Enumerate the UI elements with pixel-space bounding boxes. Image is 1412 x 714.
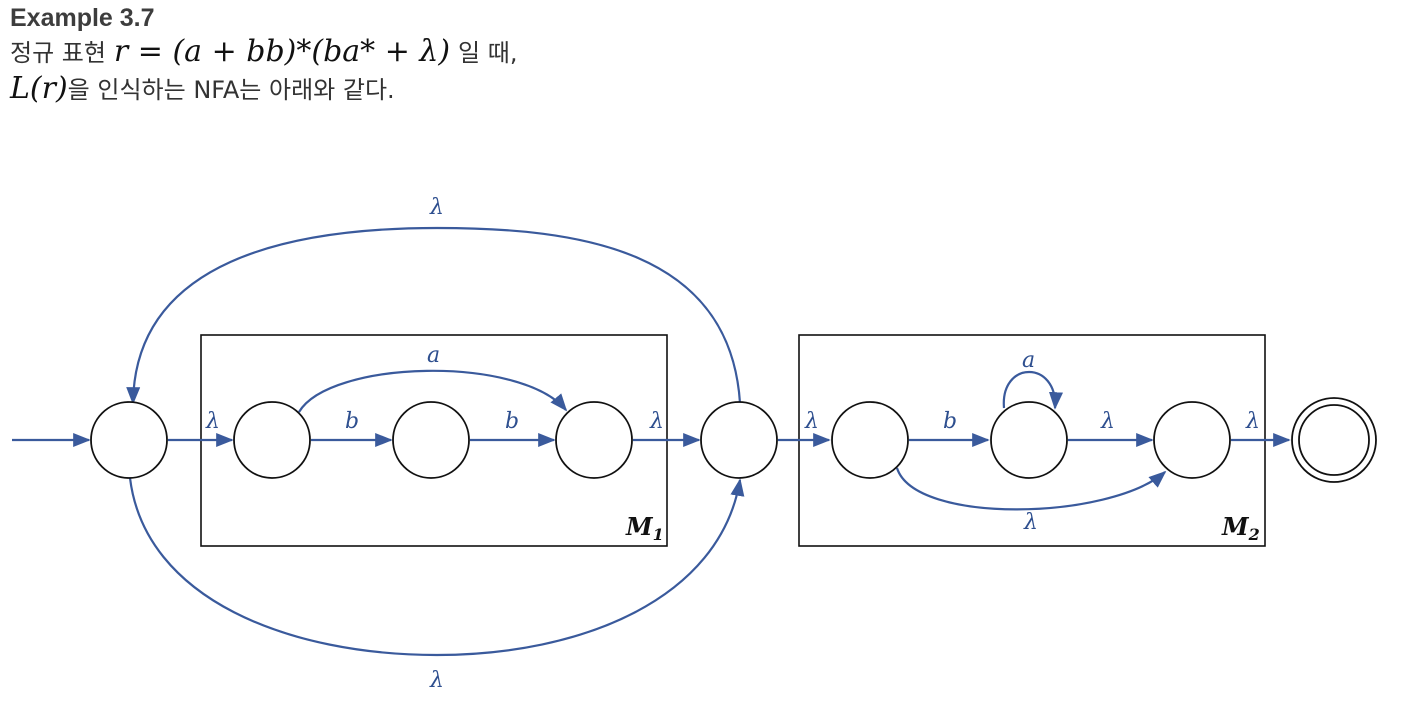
example-title: Example 3.7 [10,4,155,32]
regex-expression: r = (a + bb)*(ba* + λ) [113,34,451,69]
edge-q6-q6 [1002,371,1063,410]
state-q2 [392,401,470,479]
line2-suffix: 을 인식하는 NFA는 아래와 같다. [67,76,395,104]
state-q5 [831,401,909,479]
state-q3 [555,401,633,479]
box-label-m1: M1 [625,512,664,544]
label-q4-q0: λ [429,195,444,220]
label-q4-q5: λ [804,409,819,434]
label-q7-qf: λ [1245,409,1260,434]
state-q0 [90,401,168,479]
label-q1-q2: b [345,409,359,434]
line1-prefix: 정규 표현 [10,39,106,67]
line1-suffix: 일 때, [458,39,518,67]
edge-q1-q3 [298,369,568,413]
label-q1-q3: a [427,343,440,368]
label-q2-q3: b [505,409,519,434]
edge-q0-q4 [128,477,745,657]
label-q6-q6: a [1022,348,1035,373]
label-q0-q4: λ [429,668,444,693]
label-q6-q7: λ [1100,409,1115,434]
state-q1 [233,401,311,479]
label-q5-q6: b [943,409,957,434]
state-q7 [1153,401,1231,479]
label-q0-q1: λ [205,409,220,434]
label-q3-q4: λ [649,409,664,434]
label-q5-q7: λ [1023,510,1038,535]
box-label-m2: M2 [1221,512,1260,544]
description-line-2: L(r)을 인식하는 NFA는 아래와 같다. [10,71,1390,108]
edge-q4-q0 [126,226,742,405]
description-line-1: 정규 표현 r = (a + bb)*(ba* + λ) 일 때, [10,34,1390,71]
state-q6 [990,401,1068,479]
state-q4 [700,401,778,479]
state-final-inner [1298,404,1370,476]
header: Example 3.7 정규 표현 r = (a + bb)*(ba* + λ)… [10,2,1390,108]
language-expression: L(r) [10,71,68,106]
edge-q5-q7 [895,467,1167,511]
